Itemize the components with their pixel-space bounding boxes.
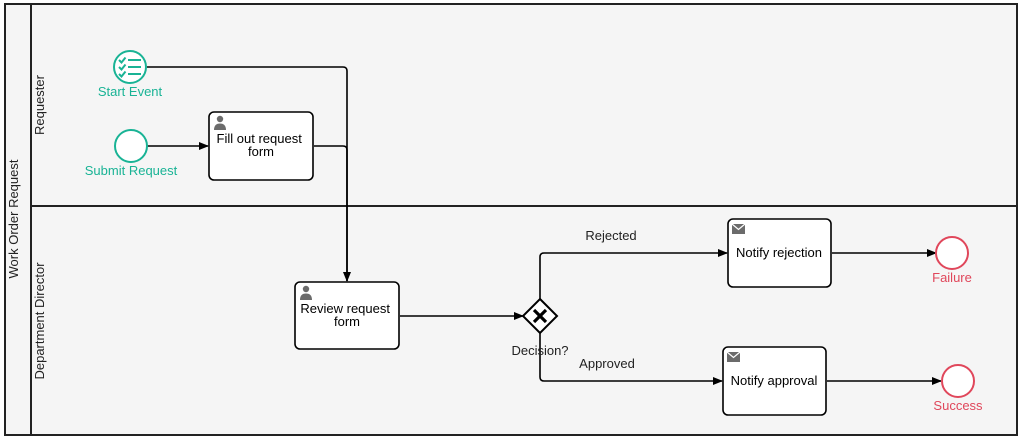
flow-start-to-review: [147, 66, 351, 282]
task-fill-label: Fill out request form: [217, 131, 306, 159]
end-event-success[interactable]: Success: [933, 364, 983, 413]
end-event-failure[interactable]: Failure: [932, 236, 972, 285]
lane-requester-label: Requester: [32, 74, 47, 135]
lane-director[interactable]: Department Director: [32, 262, 47, 380]
submit-request-event[interactable]: Submit Request: [85, 129, 178, 178]
start-event-label: Start Event: [98, 84, 163, 99]
success-label: Success: [933, 398, 983, 413]
gateway-label: Decision?: [511, 343, 568, 358]
pool-title: Work Order Request: [6, 159, 21, 278]
exclusive-x-icon: [532, 308, 548, 324]
task-review-request-form[interactable]: Review request form: [294, 281, 400, 350]
list-checklist-icon: [118, 56, 141, 78]
submit-request-label: Submit Request: [85, 163, 178, 178]
user-icon: [214, 115, 226, 130]
user-icon: [300, 285, 312, 300]
lane-requester[interactable]: Requester: [32, 74, 47, 135]
envelope-icon: [726, 351, 741, 362]
task-fill-out-request-form[interactable]: Fill out request form: [208, 111, 314, 181]
failure-label: Failure: [932, 270, 972, 285]
flow-gateway-to-rejection: [539, 249, 728, 299]
flow-label-rejected: Rejected: [585, 228, 636, 243]
sequence-flows: [147, 66, 942, 385]
task-notify-rejection-label: Notify rejection: [736, 245, 822, 260]
start-event[interactable]: Start Event: [98, 50, 163, 99]
flow-fill-to-review: [314, 145, 348, 281]
task-notify-approval[interactable]: Notify approval: [722, 346, 827, 416]
flow-label-approved: Approved: [579, 356, 635, 371]
envelope-icon: [731, 223, 746, 234]
task-notify-approval-label: Notify approval: [731, 373, 818, 388]
exclusive-gateway[interactable]: Decision?: [511, 297, 569, 358]
pool[interactable]: Work Order Request: [4, 3, 1018, 436]
flow-gateway-to-approval: [539, 333, 723, 385]
lane-director-label: Department Director: [32, 262, 47, 380]
task-review-label: Review request form: [300, 301, 393, 329]
task-notify-rejection[interactable]: Notify rejection: [727, 218, 832, 288]
